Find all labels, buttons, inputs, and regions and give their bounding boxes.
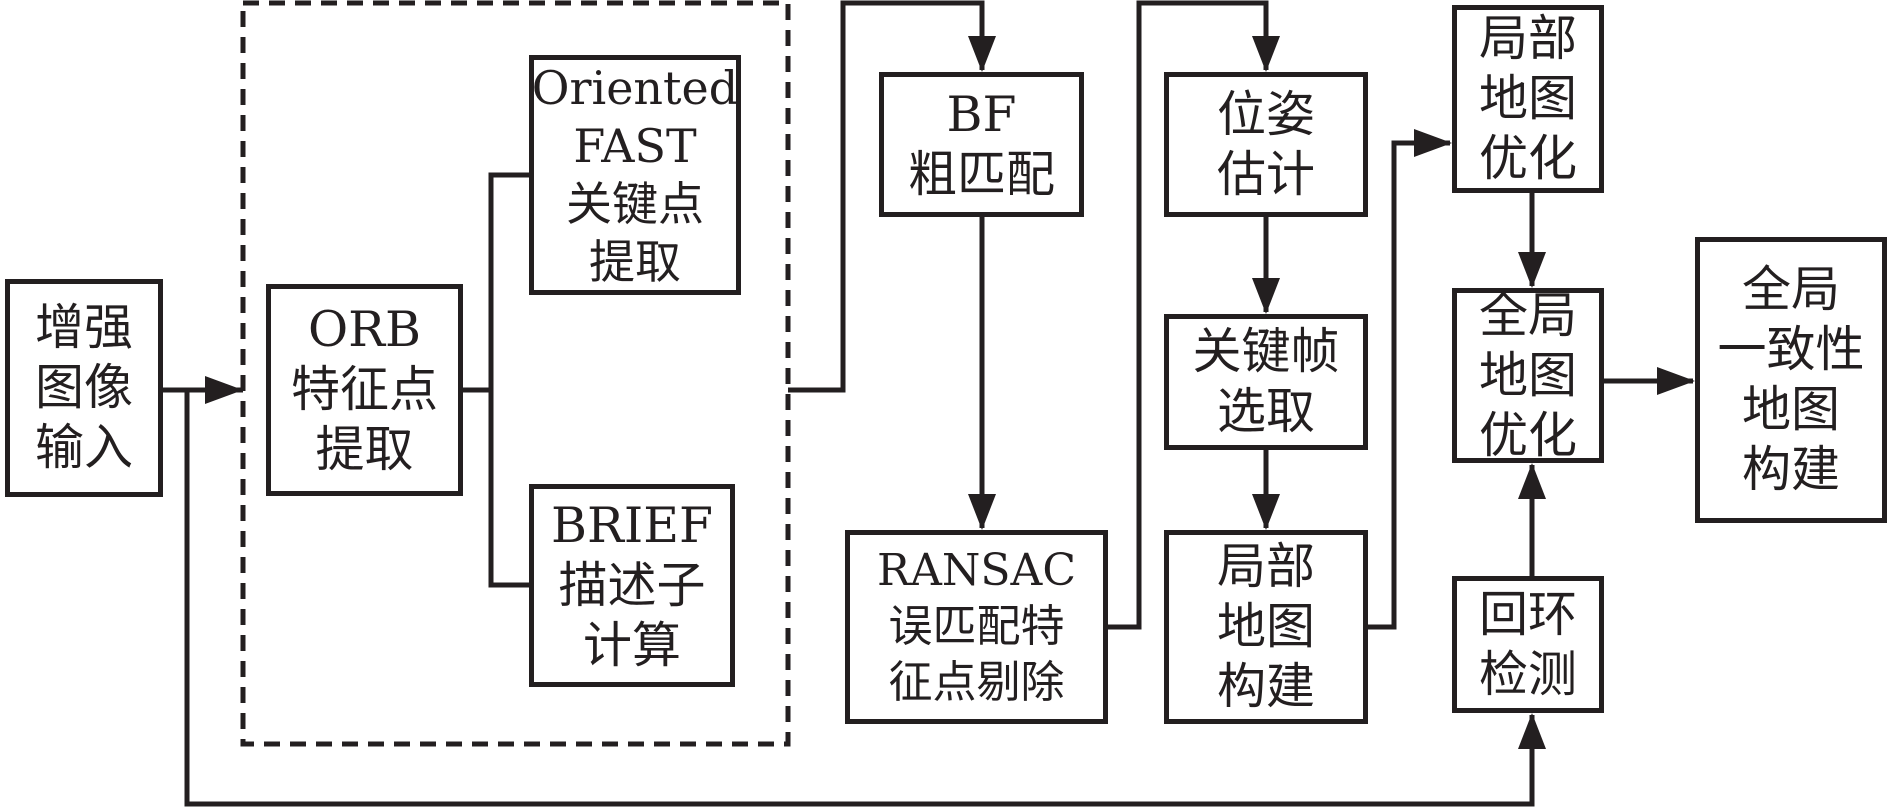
box-line: 输入 <box>34 419 133 476</box>
arrowhead-into-local-opt <box>1414 129 1452 157</box>
box-keyframe-selection: 关键帧 选取 <box>1164 314 1368 450</box>
box-line: 提取 <box>315 421 414 478</box>
arrowhead-into-ransac <box>968 494 996 530</box>
arrowhead-into-loop <box>1518 713 1546 749</box>
box-local-map-optimization: 局部 地图 优化 <box>1452 5 1604 193</box>
box-line: 误匹配特 <box>888 601 1065 652</box>
arrowhead-input-to-orb <box>205 376 243 404</box>
edge-local-build-to-local-opt <box>1368 140 1450 630</box>
box-line: 一致性 <box>1717 321 1865 378</box>
box-line: 优化 <box>1478 406 1577 464</box>
box-line: BRIEF <box>550 496 714 554</box>
box-global-map-optimization: 全局 地图 优化 <box>1452 286 1604 464</box>
arrowhead-into-bf <box>968 36 996 72</box>
edge-input-to-loop-detection <box>184 390 1535 807</box>
box-line: 估计 <box>1216 145 1315 203</box>
arrowhead-into-global-build <box>1657 367 1695 395</box>
box-line: 特征点 <box>290 361 438 418</box>
box-line: 位姿 <box>1216 85 1315 143</box>
edge-orb-group-to-bf <box>788 0 985 393</box>
box-line: FAST <box>573 119 697 173</box>
box-line: 优化 <box>1478 130 1577 187</box>
edge-ransac-to-pose <box>1108 0 1269 630</box>
box-oriented-fast-keypoint: Oriented FAST 关键点 提取 <box>529 55 741 295</box>
box-loop-closure-detection: 回环 检测 <box>1452 576 1604 713</box>
box-line: 地图 <box>1478 70 1577 127</box>
arrowhead-into-pose <box>1252 36 1280 72</box>
box-line: 回环 <box>1478 585 1577 643</box>
box-line: 构建 <box>1741 441 1840 498</box>
box-line: 地图 <box>1478 346 1577 404</box>
box-brief-descriptor: BRIEF 描述子 计算 <box>529 484 735 687</box>
box-line: 提取 <box>589 235 681 289</box>
box-line: 增强 <box>34 299 133 356</box>
box-line: 关键点 <box>566 177 704 231</box>
box-line: BF <box>946 85 1017 143</box>
arrowhead-into-global-opt-top <box>1518 252 1546 288</box>
box-bf-coarse-matching: BF 粗匹配 <box>879 72 1084 217</box>
box-line: 构建 <box>1216 658 1315 715</box>
box-line: 全局 <box>1741 261 1840 318</box>
box-line: 地图 <box>1741 381 1840 438</box>
box-line: 粗匹配 <box>907 145 1055 203</box>
box-line: 局部 <box>1478 10 1577 67</box>
box-line: 选取 <box>1216 383 1315 440</box>
box-pose-estimation: 位姿 估计 <box>1164 72 1368 217</box>
box-enhanced-image-input: 增强 图像 输入 <box>5 279 163 497</box>
box-line: 计算 <box>582 616 681 674</box>
box-line: 征点剔除 <box>888 657 1065 708</box>
box-line: 地图 <box>1216 598 1315 655</box>
box-line: RANSAC <box>877 545 1076 596</box>
box-line: 全局 <box>1478 286 1577 344</box>
box-line: Oriented <box>531 61 739 115</box>
arrowhead-into-global-opt-bottom <box>1518 463 1546 499</box>
arrowhead-into-keyframe <box>1252 278 1280 314</box>
edge-fork-to-fast <box>488 172 529 390</box>
orb-group-dashed-frame <box>240 0 791 747</box>
box-line: 检测 <box>1478 645 1577 703</box>
box-line: 局部 <box>1216 538 1315 595</box>
box-ransac-outlier-removal: RANSAC 误匹配特 征点剔除 <box>845 530 1108 724</box>
box-global-consistent-map-building: 全局 一致性 地图 构建 <box>1695 237 1887 523</box>
edge-fork-to-brief <box>488 390 529 588</box>
arrowhead-into-local-build <box>1252 494 1280 530</box>
box-local-map-building: 局部 地图 构建 <box>1164 530 1368 724</box>
box-line: ORB <box>307 301 422 358</box>
box-line: 描述子 <box>558 556 706 614</box>
box-orb-feature-extraction: ORB 特征点 提取 <box>266 284 463 496</box>
box-line: 关键帧 <box>1192 323 1340 380</box>
box-line: 图像 <box>34 359 133 416</box>
